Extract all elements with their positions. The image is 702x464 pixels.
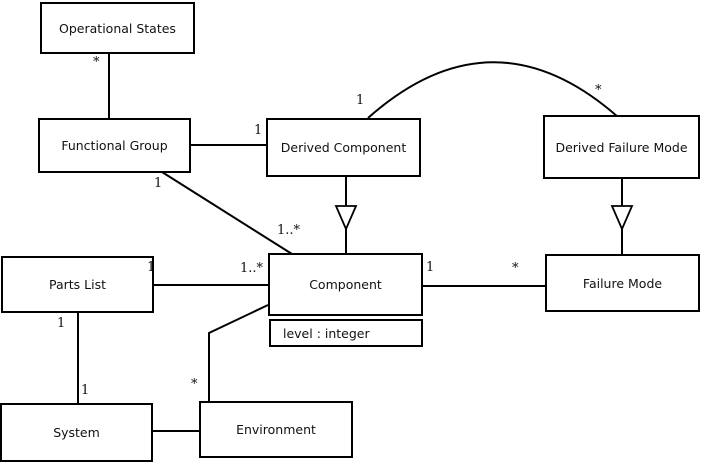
multiplicity-funcgroup-bottom: 1 <box>154 176 163 191</box>
class-functional-group[interactable]: Functional Group <box>38 118 191 173</box>
multiplicity-derivedcomp-left: 1 <box>254 123 263 138</box>
multiplicity-failuremode-left: * <box>512 261 519 276</box>
multiplicity-environment-top: * <box>191 377 198 392</box>
class-environment[interactable]: Environment <box>199 401 353 458</box>
generalization-triangle-component <box>334 205 358 232</box>
edge-environment-component <box>208 304 269 402</box>
multiplicity-component-left: 1..* <box>240 261 264 276</box>
class-title: Environment <box>236 422 316 437</box>
class-system[interactable]: System <box>0 403 153 462</box>
class-title: Operational States <box>59 20 176 36</box>
class-title: Functional Group <box>61 138 168 153</box>
multiplicity-system-top: 1 <box>81 383 90 398</box>
edge-derivedcomp-derivedfm-arc <box>367 61 619 119</box>
multiplicity-component-topleft: 1..* <box>277 223 301 238</box>
class-title: Derived Failure Mode <box>555 139 688 155</box>
class-operational-states[interactable]: Operational States <box>40 2 195 54</box>
generalization-triangle-failuremode <box>610 205 634 232</box>
multiplicity-component-right: 1 <box>426 260 435 275</box>
edge-funcgroup-component <box>161 171 293 255</box>
multiplicity-partslist-right: 1 <box>147 260 156 275</box>
class-derived-component[interactable]: Derived Component <box>266 118 421 177</box>
class-component[interactable]: Component <box>268 253 423 316</box>
class-derived-failure-mode[interactable]: Derived Failure Mode <box>543 115 700 179</box>
multiplicity-arc-right: * <box>595 83 602 98</box>
class-title: System <box>53 425 100 440</box>
multiplicity-partslist-bottom: 1 <box>57 316 66 331</box>
attribute-text: level : integer <box>283 325 370 341</box>
multiplicity-arc-left: 1 <box>356 93 365 108</box>
class-parts-list[interactable]: Parts List <box>1 256 154 313</box>
class-component-attributes[interactable]: level : integer <box>269 319 423 347</box>
class-title: Parts List <box>48 277 106 292</box>
class-title: Component <box>309 277 382 292</box>
class-title: Failure Mode <box>582 275 663 291</box>
class-failure-mode[interactable]: Failure Mode <box>545 254 700 312</box>
multiplicity-opstates: * <box>93 55 100 70</box>
class-title: Derived Component <box>280 140 407 155</box>
